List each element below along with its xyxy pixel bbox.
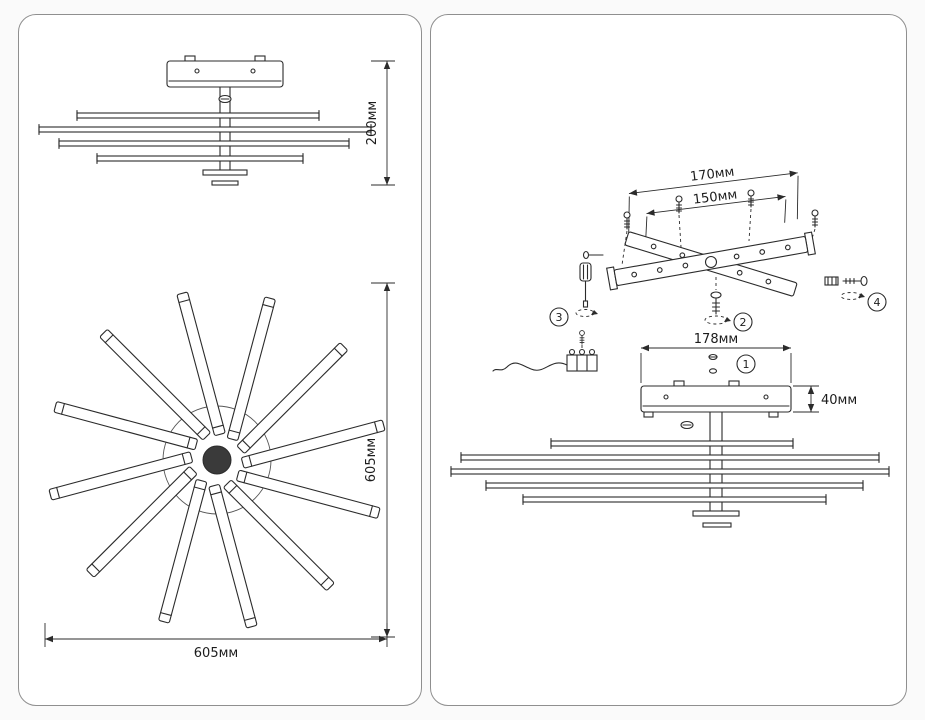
step-4-number: 4 — [874, 296, 881, 309]
bracket-outer-label: 170мм — [689, 165, 735, 185]
bracket-inner-label: 150мм — [692, 187, 738, 207]
step-2-badge — [733, 312, 753, 332]
canopy-clip — [184, 55, 196, 62]
step-1-number: 1 — [743, 358, 750, 371]
step-3-number: 3 — [556, 311, 563, 324]
step-3-group: 3 — [492, 262, 598, 372]
canopy-width-label: 178мм — [694, 332, 738, 347]
canopy-height-label: 40мм — [821, 393, 857, 408]
side-height-label: 200мм — [365, 101, 380, 145]
lamp-side-view — [38, 55, 372, 186]
spoke-bars-right — [450, 437, 890, 528]
canopy-body — [640, 385, 792, 413]
step-4-badge — [867, 292, 887, 312]
left-panel-drawing: 200мм 605мм — [38, 55, 395, 661]
right-panel: 170мм 150мм — [430, 14, 907, 706]
canopy-height-dimension: 40мм — [793, 385, 857, 413]
step-4-group: 4 — [824, 275, 887, 312]
left-panel: 200мм 605мм — [18, 14, 422, 706]
canopy-width-dimension: 178мм 1 — [640, 332, 792, 383]
mounting-bracket — [582, 231, 816, 297]
dimension-side-height: 200мм — [365, 60, 395, 186]
bracket-center-hole — [704, 255, 718, 269]
wire — [492, 362, 568, 372]
lamp-top-view — [48, 291, 386, 629]
step-2-number: 2 — [740, 316, 747, 329]
step-1-badge — [736, 354, 756, 374]
canopy-clip — [254, 55, 266, 62]
dimension-top-height: 605мм — [364, 282, 395, 638]
top-height-label: 605мм — [364, 438, 379, 482]
dimension-top-width: 605мм — [44, 623, 388, 661]
starburst-arms — [48, 291, 386, 629]
step-3-badge — [549, 307, 569, 327]
right-panel-drawing: 170мм 150мм — [450, 165, 890, 528]
step-2-group: 2 — [704, 277, 753, 332]
center-hub — [202, 445, 232, 475]
canopy-body — [166, 60, 284, 88]
spoke-bars — [38, 109, 372, 186]
terminal-block — [566, 354, 598, 372]
lamp-side-view-right — [450, 380, 890, 528]
screwdriver-handle — [579, 262, 592, 282]
top-width-label: 605мм — [194, 646, 238, 661]
bracket-dimensions: 170мм 150мм — [628, 165, 799, 240]
